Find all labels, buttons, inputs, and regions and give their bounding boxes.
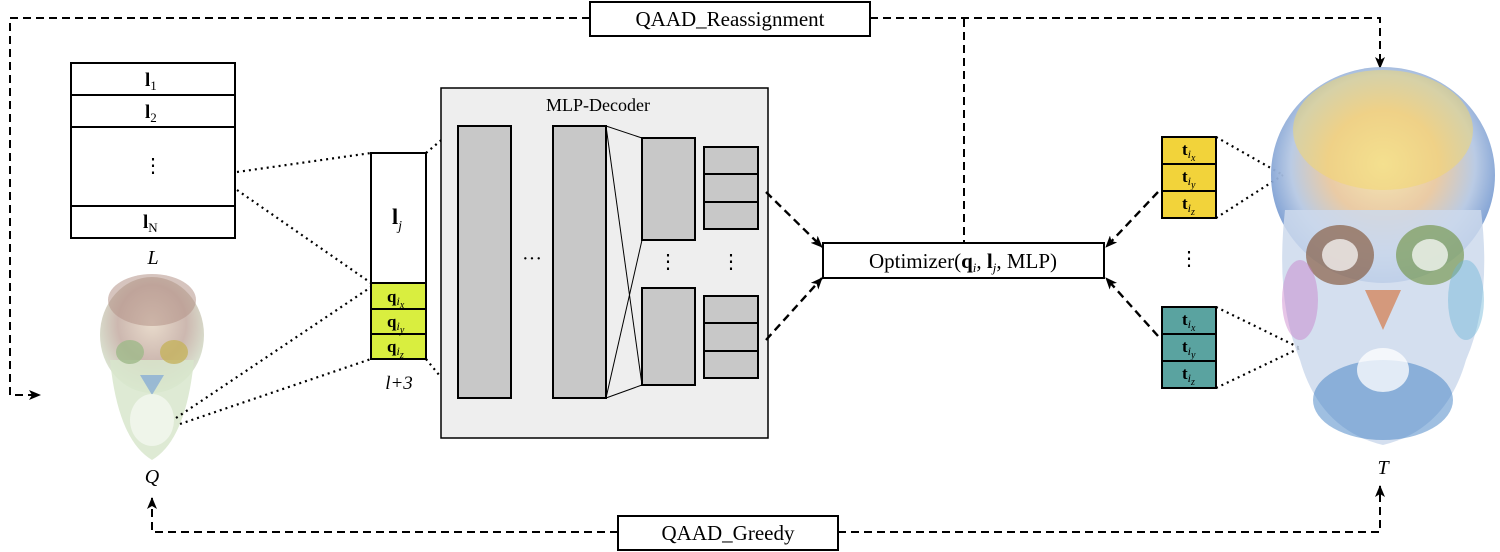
decoder-output-bottom [703, 295, 759, 379]
decoder-head-top [641, 137, 696, 241]
decoder-split-lines [605, 125, 643, 399]
latent-row-n: lN [143, 212, 158, 235]
decoder-hidden-ellipsis: ··· [522, 248, 542, 270]
query-cell-y [370, 308, 427, 335]
latent-row-1: l1 [145, 70, 157, 93]
greedy-label-box [617, 515, 839, 551]
query-cell-z [370, 333, 427, 360]
target-skull-image [1271, 67, 1495, 445]
target-bottom-y: tiy [1182, 337, 1196, 361]
latent-projection-lines [236, 151, 372, 284]
input-vector: lj qix qiy qiz l+3 [370, 152, 427, 394]
query-x-label: qix [387, 287, 405, 311]
target-vector-bottom: tix tiy tiz [1161, 306, 1217, 389]
mlp-decoder-title: MLP-Decoder [546, 95, 650, 115]
input-latent-label: lj [392, 204, 402, 234]
targets-to-optimizer-arrows [1105, 191, 1159, 337]
decoder-head-bottom [641, 287, 696, 386]
decoder-output-top [703, 146, 759, 230]
decoder-layer-k [552, 125, 607, 399]
latent-table: l1 l2 ⋮ lN L [70, 62, 236, 269]
reassignment-loop [9, 17, 1385, 400]
input-vector-caption: l+3 [385, 373, 413, 394]
target-top-x: tix [1182, 140, 1196, 164]
reassignment-label-box [589, 1, 871, 37]
latent-row-2: l2 [145, 102, 157, 125]
target-vector-top: tix tiy tiz [1161, 136, 1217, 219]
target-ellipsis: ⋮ [1179, 248, 1199, 270]
optimizer-box [822, 242, 1105, 279]
decoder-to-optimizer-arrows [765, 191, 823, 341]
target-top-z: tiz [1182, 194, 1195, 218]
target-caption: T [1377, 457, 1390, 479]
latent-row-ellipsis: ⋮ [143, 155, 163, 177]
query-y-label: qiy [387, 312, 405, 336]
decoder-head-ellipsis: ⋮ [658, 251, 678, 273]
mlp-decoder-panel: MLP-Decoder ··· ⋮ ⋮ [440, 87, 769, 439]
greedy-loop [147, 485, 1385, 533]
target-top-y: tiy [1182, 167, 1196, 191]
query-skull-image [100, 274, 204, 460]
decoder-layer-1 [457, 125, 512, 399]
optimizer-label: Optimizer(qi, lj, MLP) [869, 249, 1057, 275]
decoder-output-ellipsis: ⋮ [721, 251, 741, 273]
target-bottom-x: tix [1182, 310, 1196, 334]
greedy-label: QAAD_Greedy [662, 521, 795, 545]
query-z-label: qiz [387, 337, 404, 361]
query-projection-lines [175, 286, 372, 426]
query-caption: Q [145, 466, 160, 488]
query-cell-x [370, 282, 427, 310]
latent-table-caption: L [146, 247, 158, 269]
reassignment-label: QAAD_Reassignment [636, 7, 825, 31]
target-bottom-z: tiz [1182, 364, 1195, 388]
